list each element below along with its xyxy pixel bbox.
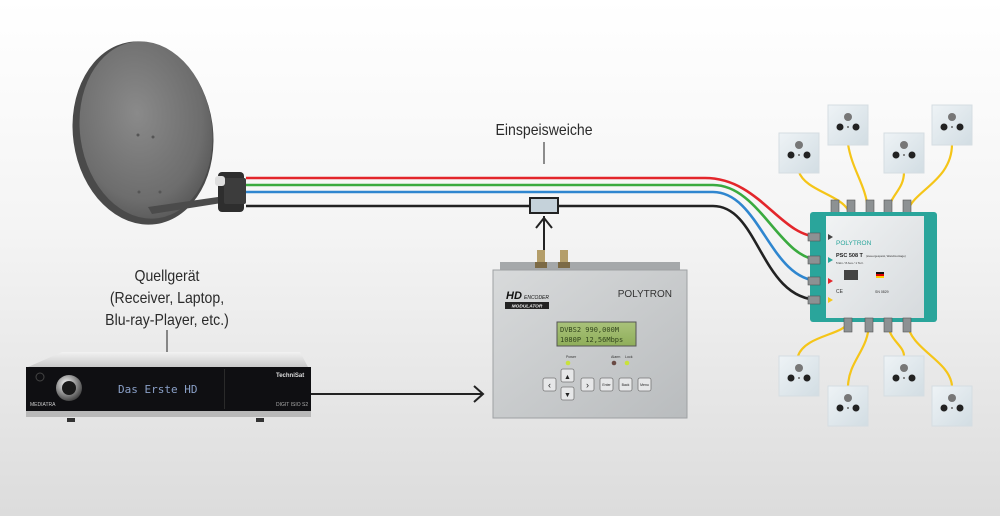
wall-sockets (778, 104, 973, 427)
svg-text:▲: ▲ (564, 374, 571, 381)
multiswitch-desc: (steuergespeist, Wandmontage) (866, 254, 906, 258)
multiswitch-input-connectors (807, 232, 821, 305)
multiswitch-code: SN 0829 (875, 290, 889, 294)
wall-socket-5 (778, 355, 820, 397)
key-enter[interactable]: Enter (599, 377, 614, 392)
lnb (215, 172, 246, 212)
modulator-keypad: ‹ ▲ ▼ › Enter Back Menu (542, 368, 652, 401)
key-right[interactable]: › (580, 377, 595, 392)
badge-hd: HD (506, 290, 522, 302)
modulator-lcd (556, 321, 637, 347)
cable-blue (246, 190, 821, 283)
injector-label: Einspeisweiche (495, 122, 593, 139)
lcd-line-2: 1080P 12,56Mbps (560, 336, 623, 344)
receiver-brand-left: MEDIATRA (30, 402, 56, 408)
modulator-connectors (535, 250, 570, 268)
wall-socket-4 (931, 104, 973, 146)
led-power-label: Power (566, 355, 577, 359)
svg-text:‹: ‹ (548, 380, 551, 390)
sat-cables (246, 176, 821, 302)
led-power (565, 360, 571, 366)
multiswitch-brand: POLYTRON (836, 240, 872, 247)
source-label-line-1: Quellgerät (134, 268, 200, 285)
ce-mark: CE (836, 289, 844, 295)
lcd-line-1: DVBS2 990,000M (560, 326, 619, 334)
receiver-device: MEDIATRA Das Erste HD TechniSat DIGIT IS… (26, 352, 311, 422)
led-alarm (611, 360, 617, 366)
multiswitch: POLYTRON PSC 508 T (steuergespeist, Wand… (807, 199, 937, 333)
satellite-dish (72, 41, 228, 225)
modulator-brand: POLYTRON (618, 289, 672, 300)
key-down[interactable]: ▼ (560, 386, 575, 401)
wall-socket-6 (827, 385, 869, 427)
key-back[interactable]: Back (618, 377, 633, 392)
receiver-model: DIGIT ISIO S2 (276, 402, 308, 408)
wall-socket-7 (883, 355, 925, 397)
svg-text:›: › (586, 380, 589, 390)
source-label-line-3: Blu-ray-Player, etc.) (105, 312, 229, 329)
led-lock-label: Lock (625, 355, 633, 359)
badge-encoder: ENCODER (524, 295, 549, 301)
cable-black (246, 204, 821, 302)
svg-text:▼: ▼ (564, 392, 571, 399)
dish-arm (148, 196, 228, 214)
svg-text:Enter: Enter (602, 383, 611, 387)
wall-socket-2 (827, 104, 869, 146)
svg-text:Menu: Menu (640, 383, 649, 387)
wall-socket-1 (778, 132, 820, 174)
cable-red (246, 176, 821, 239)
wall-socket-8 (931, 385, 973, 427)
key-left[interactable]: ‹ (542, 377, 557, 392)
cable-green (246, 183, 821, 262)
led-lock (624, 360, 630, 366)
wall-socket-3 (883, 132, 925, 174)
injector-box (529, 197, 559, 214)
key-up[interactable]: ▲ (560, 368, 575, 383)
multiswitch-spec: 5 Ein / 8 Aus / 1 Terr. (836, 261, 864, 265)
receiver-brand-right: TechniSat (276, 373, 304, 379)
badge-modulator: MODULATOR (512, 304, 543, 310)
multiswitch-model: PSC 508 T (836, 253, 864, 259)
multiswitch-top-connectors (830, 199, 912, 216)
receiver-display: Das Erste HD (118, 383, 197, 396)
led-alarm-label: Alarm (611, 355, 620, 359)
multiswitch-logo-block (844, 270, 858, 280)
key-menu[interactable]: Menu (637, 377, 652, 392)
svg-text:Back: Back (622, 383, 630, 387)
source-label-line-2: (Receiver, Laptop, (109, 290, 225, 307)
multiswitch-bottom-connectors (843, 317, 912, 333)
hd-modulator-device: HD ENCODER MODULATOR POLYTRON DVBS2 990,… (492, 250, 688, 419)
receiver-to-modulator-arrow (311, 385, 485, 403)
input-markers (828, 234, 833, 303)
